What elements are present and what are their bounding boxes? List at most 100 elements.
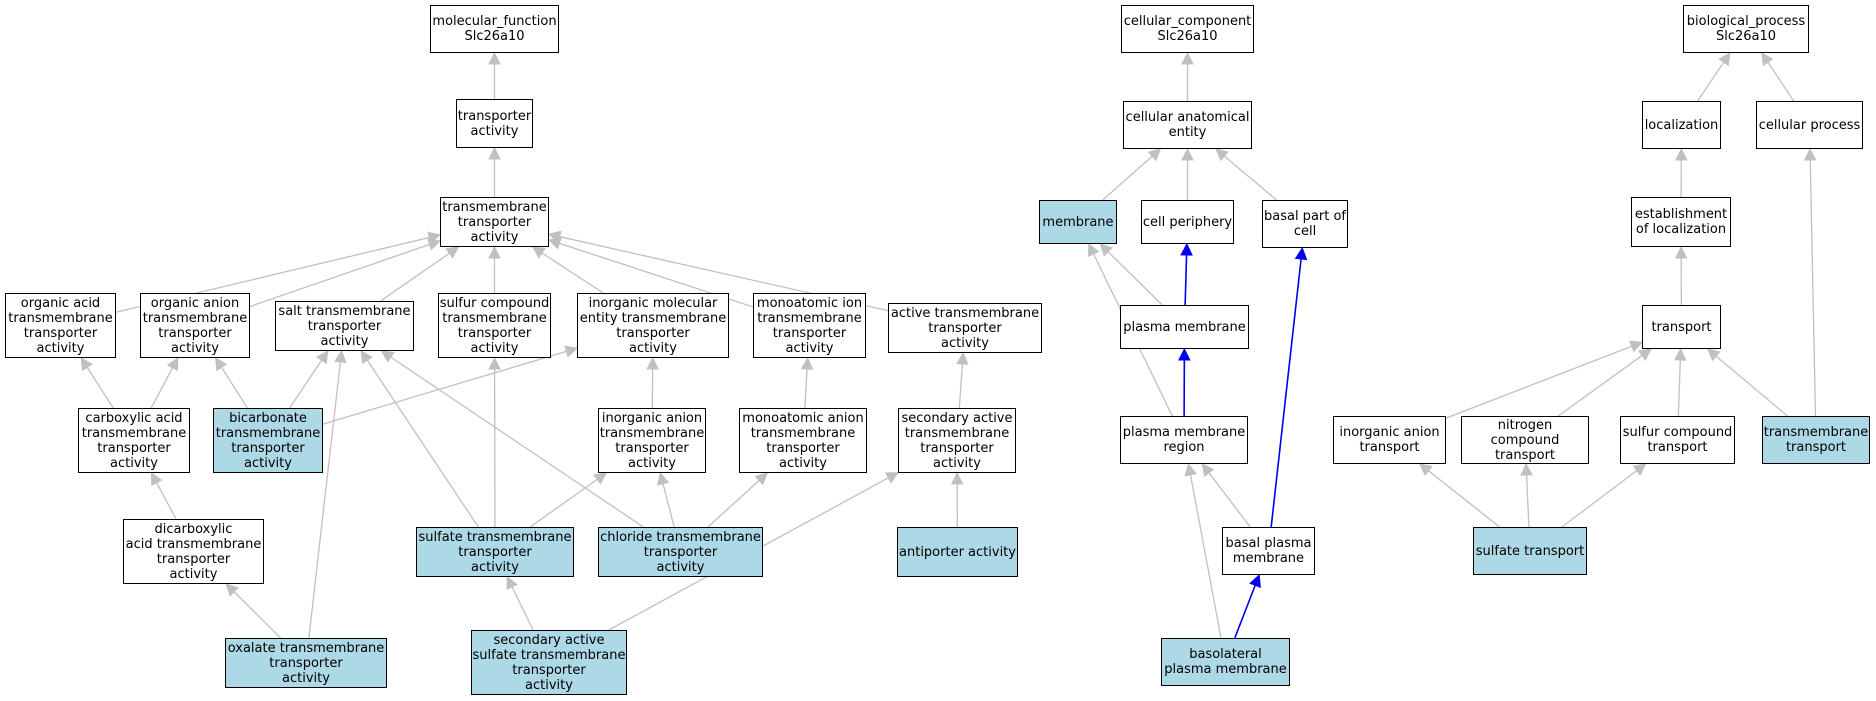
edge-sulfcomptr-to-transport [1677,359,1681,417]
arrowhead-antiporter-to-secactive [950,471,964,485]
go-node-monoanion[interactable]: monoatomic anion transmembrane transport… [739,408,867,473]
edge-pm-to-membrane [1107,251,1163,306]
arrowhead-ianion-to-imol [646,356,659,370]
go-node-oat[interactable]: organic acid transmembrane transporter a… [5,293,116,358]
go-node-pmr[interactable]: plasma membrane region [1120,416,1248,464]
edge-chloride-to-ianion [662,483,675,528]
arrowhead-secactive-to-activetm [956,351,969,365]
go-node-basalpart[interactable]: basal part of cell [1262,200,1348,248]
edge-chloride-to-salt [390,356,644,528]
edge-carbox-to-oant [150,367,174,409]
arrowhead-bpm-to-pmr [1201,463,1215,477]
go-node-sulftr[interactable]: sulfate transport [1473,527,1587,575]
arrowhead-bicarb-to-oant [215,357,228,372]
go-node-cc[interactable]: cellular_component Slc26a10 [1121,5,1254,53]
arrowhead-transport-to-estloc [1674,245,1688,259]
go-node-activetm[interactable]: active transmembrane transporter activit… [888,303,1042,353]
go-node-oant[interactable]: organic anion transmembrane transporter … [140,293,250,358]
go-node-salt[interactable]: salt transmembrane transporter activity [275,301,414,351]
go-node-blpm[interactable]: basolateral plasma membrane [1161,638,1290,686]
go-node-antiporter[interactable]: antiporter activity [897,527,1018,577]
go-node-bpm[interactable]: basal plasma membrane [1222,527,1315,575]
arrowhead-cae-to-cc [1181,51,1194,65]
go-node-cae[interactable]: cellular anatomical entity [1123,101,1252,149]
arrowhead-loc-to-bp [1718,52,1731,67]
go-node-sulfate[interactable]: sulfate transmembrane transporter activi… [416,527,574,577]
arrowhead-membrane-to-cae [1147,148,1162,162]
arrowhead-pm-to-cellper [1180,242,1193,256]
edge-dicarb-to-carbox [156,482,177,520]
arrowhead-sulfate-to-salt [360,350,373,365]
edge-secsulf-to-sulfate [511,586,534,631]
go-node-tmt[interactable]: transmembrane transporter activity [440,197,549,247]
arrowhead-basalpart-to-cae [1215,148,1229,162]
go-node-mf[interactable]: molecular_function Slc26a10 [430,5,559,53]
arrowhead-sulftr-to-nitro [1520,462,1533,476]
arrowhead-ta-to-mf [488,51,501,65]
go-node-bicarb[interactable]: bicarbonate transmembrane transporter ac… [213,408,323,473]
go-node-transport[interactable]: transport [1642,305,1721,349]
go-node-imol[interactable]: inorganic molecular entity transmembrane… [577,293,729,358]
go-node-tmtransport[interactable]: transmembrane transport [1762,416,1870,464]
go-node-secsulf[interactable]: secondary active sulfate transmembrane t… [471,630,627,695]
arrowhead-salt-to-tmt [445,246,460,259]
go-node-cellper[interactable]: cell periphery [1141,200,1234,244]
edge-membrane-to-cae [1102,155,1153,201]
edge-blpm-to-bpm [1234,584,1256,639]
arrowhead-pmr-to-pm [1178,347,1191,361]
arrowhead-bicarb-to-imol [564,345,579,358]
go-node-carbox[interactable]: carboxylic acid transmembrane transporte… [78,408,190,473]
edge-sulfate-to-salt [366,359,479,528]
arrowhead-cellper-to-cae [1181,147,1194,161]
edge-loc-to-bp [1697,61,1725,102]
edge-salt-to-tmt [380,252,450,302]
edge-ianiontr-to-transport [1445,345,1632,419]
edge-sulftr-to-ianiontr [1428,470,1501,528]
go-node-ianion[interactable]: inorganic anion transmembrane transporte… [598,408,706,473]
go-node-nitro[interactable]: nitrogen compound transport [1461,416,1589,464]
go-node-secactive[interactable]: secondary active transmembrane transport… [898,408,1016,473]
edge-cellproc-to-bp [1767,61,1795,102]
arrowhead-chloride-to-monoanion [754,472,769,486]
arrowhead-oxalate-to-dicarb [225,583,239,597]
edge-chloride-to-monoanion [707,479,760,528]
edge-oxalate-to-salt [308,361,342,639]
edge-bicarb-to-oant [220,366,248,409]
go-node-monoion[interactable]: monoatomic ion transmembrane transporter… [753,293,866,358]
arrowhead-ianiontr-to-transport [1628,340,1644,353]
go-node-oxalate[interactable]: oxalate transmembrane transporter activi… [225,638,387,688]
go-node-ianiontr[interactable]: inorganic anion transport [1333,416,1446,464]
arrowhead-tmt-to-ta [488,146,501,160]
edge-blpm-to-pmr [1189,474,1222,639]
edge-tmtransport-to-transport [1715,355,1788,417]
edge-bpm-to-pmr [1208,472,1251,528]
arrowhead-imol-to-tmt [531,246,546,259]
go-node-chloride[interactable]: chloride transmembrane transporter activ… [598,527,763,577]
edge-tmtransport-to-cellproc [1809,159,1817,417]
go-node-estloc[interactable]: establishment of localization [1631,197,1731,247]
arrowhead-chloride-to-salt [380,350,395,363]
go-node-cellproc[interactable]: cellular process [1756,101,1863,149]
edge-oant-to-tmt [249,243,430,308]
arrowhead-cellproc-to-bp [1761,52,1774,67]
go-node-loc[interactable]: localization [1642,101,1721,149]
go-node-bp[interactable]: biological_process Slc26a10 [1683,5,1809,53]
arrowhead-carbox-to-oant [166,357,179,372]
edge-carbox-to-oat [86,366,114,409]
edge-imol-to-tmt [541,252,604,294]
go-node-dicarb[interactable]: dicarboxylic acid transmembrane transpor… [123,519,264,584]
go-node-ta[interactable]: transporter activity [456,99,533,148]
go-node-membrane[interactable]: membrane [1039,200,1117,244]
arrowhead-tmtransport-to-cellproc [1803,147,1817,161]
edge-sulfate-to-ianion [529,478,598,528]
arrowhead-sulftr-to-ianiontr [1419,463,1433,477]
arrowhead-monoanion-to-monoion [800,356,814,370]
go-node-sulfc[interactable]: sulfur compound transmembrane transporte… [438,293,551,358]
edge-secactive-to-activetm [958,363,964,409]
arrowhead-blpm-to-bpm [1249,573,1261,589]
arrowhead-bicarb-to-salt [316,350,329,365]
go-node-sulfcomptr[interactable]: sulfur compound transport [1620,416,1735,464]
go-node-pm[interactable]: plasma membrane [1120,305,1249,349]
arrowhead-sulfcomptr-to-transport [1674,347,1687,361]
